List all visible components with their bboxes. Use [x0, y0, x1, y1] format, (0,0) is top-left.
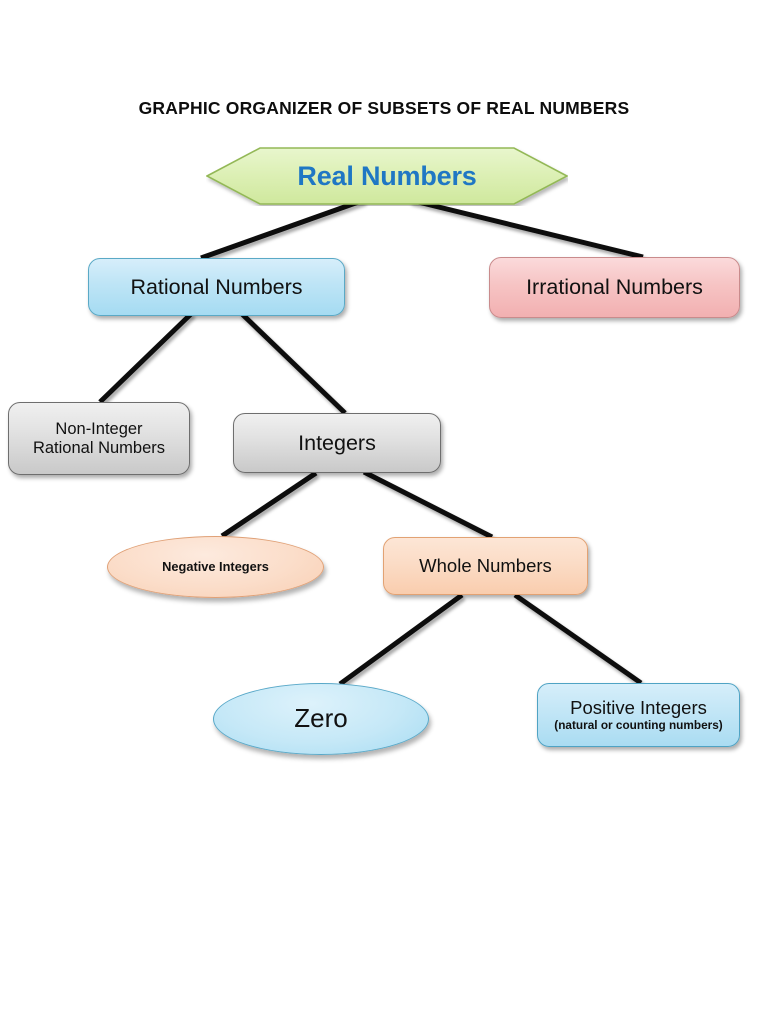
node-negative-integers-label: Negative Integers	[162, 558, 269, 574]
node-positive-integers-sublabel: (natural or counting numbers)	[554, 717, 723, 732]
node-negative-integers[interactable]: Negative Integers	[107, 536, 324, 598]
node-integers[interactable]: Integers	[233, 413, 441, 473]
node-whole-numbers[interactable]: Whole Numbers	[383, 537, 588, 595]
node-positive-integers[interactable]: Positive Integers (natural or counting n…	[537, 683, 740, 747]
node-integers-label: Integers	[298, 430, 376, 455]
edge-integers-to-whole	[362, 469, 494, 540]
edge-real-to-irrational	[409, 197, 644, 260]
node-non-integer-rational-numbers[interactable]: Non-Integer Rational Numbers	[8, 402, 190, 475]
node-irrational-numbers-label: Irrational Numbers	[526, 275, 703, 300]
node-zero-label: Zero	[294, 703, 348, 734]
node-positive-integers-label: Positive Integers	[570, 697, 707, 719]
node-non-integer-rational-numbers-label-line2: Rational Numbers	[32, 438, 166, 457]
edge-rational-to-noninteger	[98, 311, 194, 404]
node-zero[interactable]: Zero	[213, 683, 429, 755]
edge-whole-to-zero	[338, 592, 464, 687]
page-title: GRAPHIC ORGANIZER OF SUBSETS OF REAL NUM…	[138, 98, 630, 118]
edge-whole-to-positive	[513, 592, 643, 686]
edge-integers-to-negative	[220, 470, 318, 539]
node-whole-numbers-label: Whole Numbers	[419, 554, 552, 576]
node-rational-numbers-label: Rational Numbers	[130, 274, 303, 299]
node-real-numbers[interactable]: Real Numbers	[206, 146, 568, 206]
edge-real-to-rational	[200, 197, 365, 261]
node-non-integer-rational-numbers-label-line1: Non-Integer	[55, 420, 143, 439]
node-irrational-numbers[interactable]: Irrational Numbers	[489, 257, 740, 318]
node-real-numbers-label: Real Numbers	[297, 160, 477, 191]
node-rational-numbers[interactable]: Rational Numbers	[88, 258, 345, 316]
edge-rational-to-integers	[239, 311, 347, 415]
